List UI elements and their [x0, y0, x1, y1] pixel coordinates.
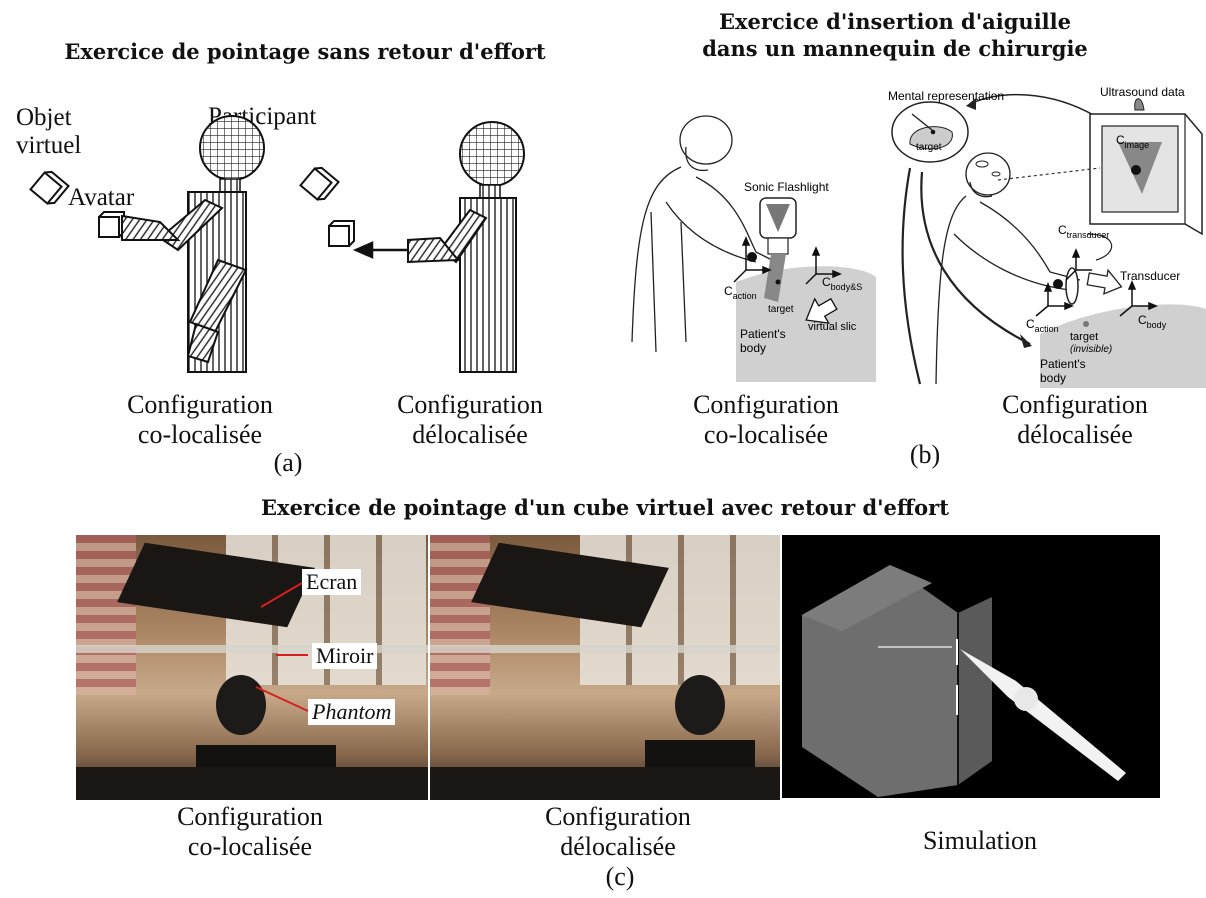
label-sonic-flashlight: Sonic Flashlight	[744, 180, 829, 194]
surgeon-outline	[631, 115, 777, 353]
label-patient-body-right-1: Patient's	[1040, 357, 1086, 371]
needle-hub	[1014, 687, 1038, 711]
section-a-title: Exercice de pointage sans retour d'effor…	[64, 39, 546, 64]
c-action-axes	[733, 236, 772, 283]
callout-miroir: Miroir	[312, 643, 378, 669]
caption-a-right-line2: délocalisée	[412, 420, 528, 449]
label-invisible: (invisible)	[1070, 344, 1112, 355]
label-target-right: target	[1070, 331, 1098, 343]
section-c-title: Exercice de pointage d'un cube virtuel a…	[261, 495, 949, 520]
label-patient-body-right-2: body	[1040, 371, 1066, 385]
callout-ecran: Ecran	[302, 569, 362, 595]
caption-b-right-line2: délocalisée	[1017, 420, 1133, 449]
photo-colocated-setup: Ecran Miroir Phantom	[76, 535, 428, 800]
simulation-render	[782, 535, 1160, 798]
surgeon-outline-right	[935, 152, 1081, 385]
caption-a-left-line1: Configuration	[127, 390, 273, 419]
callout-lines	[255, 582, 309, 712]
flashlight-cone	[766, 204, 790, 232]
label-c-transducer: Ctransducer	[1058, 223, 1109, 240]
arc-arrow-ultrasound-to-mind	[969, 93, 1096, 117]
caption-a-right-line1: Configuration	[397, 390, 543, 419]
pointing-arrow	[352, 241, 410, 259]
c-body-axes-right	[1119, 280, 1158, 317]
flow-arrow-right	[920, 171, 1031, 345]
label-avatar: Avatar	[68, 184, 135, 211]
caption-c-mid: Configuration délocalisée	[518, 802, 718, 862]
label-objet-line1: Objet	[16, 104, 72, 131]
callout-line-ecran	[260, 582, 303, 608]
c-transducer-axes	[1065, 248, 1092, 281]
pointing-figures-diagram	[29, 115, 525, 373]
simulation-cube-needle	[802, 565, 1126, 797]
section-b-title-line2: dans un mannequin de chirurgie	[702, 36, 1088, 61]
label-virtuel-line2: virtuel	[16, 132, 82, 159]
caption-b-left-line1: Configuration	[693, 390, 839, 419]
caption-c-left-line1: Configuration	[177, 802, 323, 831]
callout-line-phantom	[255, 686, 309, 712]
c-action-axes-right	[1035, 282, 1074, 317]
avatar-cube-right	[328, 220, 355, 247]
caption-c-mid-line2: délocalisée	[560, 832, 676, 861]
photo-delocated-setup	[430, 535, 780, 800]
caption-b-left: Configuration co-localisée	[666, 390, 866, 450]
caption-b-right: Configuration délocalisée	[975, 390, 1175, 450]
virtual-object-cube	[29, 170, 70, 205]
surgery-delocated-sketch: Mental representation Ultrasound data ta…	[888, 85, 1206, 388]
caption-a-right: Configuration délocalisée	[370, 390, 570, 450]
panel-letter-c: (c)	[605, 862, 635, 891]
label-target-thought: target	[916, 142, 942, 153]
c-body-axes	[805, 246, 842, 285]
participant-figure-left	[121, 115, 265, 373]
label-c-body-right: Cbody	[1138, 313, 1167, 330]
virtual-object-cube-right	[299, 166, 340, 201]
label-objet-virtuel: Objet virtuel	[16, 104, 81, 160]
label-patient-body-left-1: Patient's	[740, 327, 786, 341]
label-target-left: target	[768, 304, 794, 315]
avatar-cube-left	[98, 211, 125, 238]
panel-letter-b: (b)	[909, 440, 941, 469]
patient-body-shape-right	[1040, 304, 1206, 388]
label-ultrasound-data: Ultrasound data	[1100, 85, 1185, 99]
participant-figure-right	[407, 121, 525, 373]
caption-a-left-line2: co-localisée	[137, 420, 263, 449]
section-b-title-line1: Exercice d'insertion d'aiguille	[719, 9, 1071, 34]
cube-top-face	[802, 565, 932, 631]
flow-arrow-left	[901, 167, 922, 385]
caption-c-left: Configuration co-localisée	[150, 802, 350, 862]
panel-letter-a: (a)	[273, 448, 303, 477]
label-mental-representation: Mental representation	[888, 89, 1004, 103]
caption-c-right: Simulation	[922, 826, 1038, 855]
label-virtual-slice: virtual slic	[808, 321, 857, 333]
ultrasound-monitor	[1089, 98, 1203, 236]
virtual-slice-wedge	[764, 254, 786, 302]
section-b-title: Exercice d'insertion d'aiguille dans un …	[620, 8, 1170, 62]
label-patient-body-left-2: body	[740, 341, 766, 355]
caption-c-mid-line1: Configuration	[545, 802, 691, 831]
label-c-body-left: Cbody&S	[822, 275, 862, 292]
label-transducer: Transducer	[1120, 269, 1180, 283]
surgery-colocated-sketch: Sonic Flashlight Caction target Cbody&S …	[631, 115, 876, 382]
caption-b-right-line1: Configuration	[1002, 390, 1148, 419]
callout-phantom: Phantom	[308, 699, 396, 725]
label-c-action-right: Caction	[1026, 317, 1059, 334]
label-c-image: Cimage	[1116, 133, 1149, 150]
cube-side-face	[958, 597, 992, 785]
caption-a-left: Configuration co-localisée	[100, 390, 300, 450]
label-c-action-left: Caction	[724, 284, 757, 301]
caption-c-left-line2: co-localisée	[187, 832, 313, 861]
needle-shaft	[960, 649, 1126, 781]
transducer-arrow	[1086, 268, 1123, 295]
virtual-slice-arrow	[805, 297, 838, 324]
caption-b-left-line2: co-localisée	[703, 420, 829, 449]
